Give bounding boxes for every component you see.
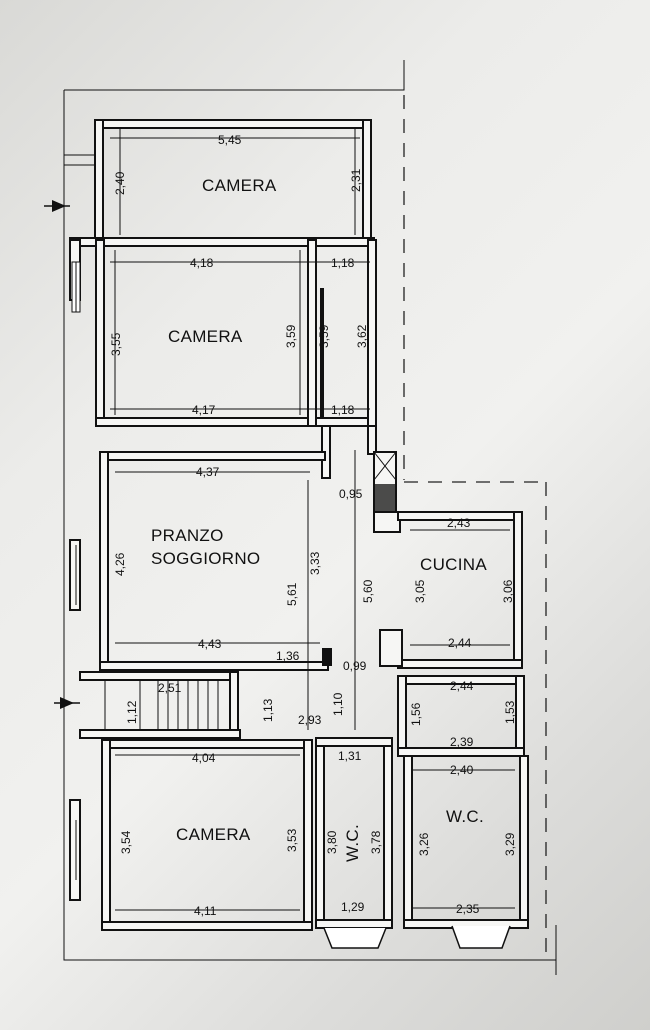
room-pranzo-soggiorno [69, 451, 332, 673]
entrance-arrow-icon [54, 697, 80, 709]
dimension-label: 2,44 [450, 679, 474, 693]
room-label-camera-top: CAMERA [202, 176, 277, 195]
dimension-label: 3,29 [503, 832, 517, 856]
dimension-label: 3,05 [413, 579, 427, 603]
room-label-wc-right: W.C. [446, 807, 484, 826]
dimension-label: 0,95 [339, 487, 363, 501]
dimension-label: 3,59 [284, 324, 298, 348]
dimension-label: 4,37 [196, 465, 220, 479]
dimension-label: 3,26 [417, 832, 431, 856]
dimension-label: 1,18 [331, 256, 355, 270]
dimension-label: 4,43 [198, 637, 222, 651]
dimension-label: 3,54 [119, 830, 133, 854]
dimension-label: 2,35 [456, 902, 480, 916]
dimension-label: 4,26 [113, 552, 127, 576]
dimension-label: 3,33 [308, 551, 322, 575]
outer-boundary [64, 60, 405, 91]
room-label-wc-center: W.C. [343, 824, 362, 862]
dimension-label: 4,17 [192, 403, 216, 417]
room-cucina [379, 511, 523, 669]
dimension-label: 3,06 [501, 579, 515, 603]
staircase [79, 671, 241, 739]
room-wc-right [403, 755, 529, 949]
dimension-label: 2,40 [113, 171, 127, 195]
room-label-cucina: CUCINA [420, 555, 487, 574]
room-label-camera-bottom: CAMERA [176, 825, 251, 844]
dimension-label: 1,18 [331, 403, 355, 417]
room-label-camera-second: CAMERA [168, 327, 243, 346]
dimension-label: 1,10 [331, 692, 345, 716]
dimension-label: 3,53 [285, 828, 299, 852]
dimension-label: 1,53 [503, 700, 517, 724]
dimension-label: 3,80 [325, 830, 339, 854]
dimension-label: 2,43 [447, 516, 471, 530]
dimension-label: 4,11 [194, 904, 217, 918]
room-camera-second [69, 239, 377, 427]
dimension-label: 0,99 [343, 659, 367, 673]
dimension-label: 4,04 [192, 751, 216, 765]
room-camera-bottom [69, 739, 313, 931]
dimension-label: 2,51 [158, 681, 182, 695]
dimension-label: 5,60 [361, 579, 375, 603]
dimension-label: 1,13 [261, 698, 275, 722]
dimension-label: 1,56 [409, 702, 423, 726]
dimension-label: 1,36 [276, 649, 300, 663]
entrance-arrow-icon [44, 200, 70, 212]
room-label-soggiorno: SOGGIORNO [151, 549, 260, 568]
dimension-label: 1,31 [338, 749, 362, 763]
dimension-label: 3,55 [109, 332, 123, 356]
room-wc-center [315, 737, 393, 949]
dimension-label: 5,61 [285, 582, 299, 606]
dimension-label: 2,31 [349, 168, 363, 192]
dimension-label: 3,62 [355, 324, 369, 348]
dimension-label: 1,12 [125, 700, 139, 724]
dimension-lines [110, 128, 515, 911]
dimension-label: 2,39 [450, 735, 474, 749]
dimension-label: 3,59 [317, 324, 331, 348]
dimension-label: 3,78 [369, 830, 383, 854]
dimension-label: 1,29 [341, 900, 365, 914]
dimension-label: 5,45 [218, 133, 242, 147]
room-small-right [397, 675, 525, 757]
dimension-label: 2,44 [448, 636, 472, 650]
dimension-label: 2,93 [298, 713, 322, 727]
dimension-label: 4,18 [190, 256, 214, 270]
dimension-label: 2,40 [450, 763, 474, 777]
room-label-pranzo: PRANZO [151, 526, 224, 545]
